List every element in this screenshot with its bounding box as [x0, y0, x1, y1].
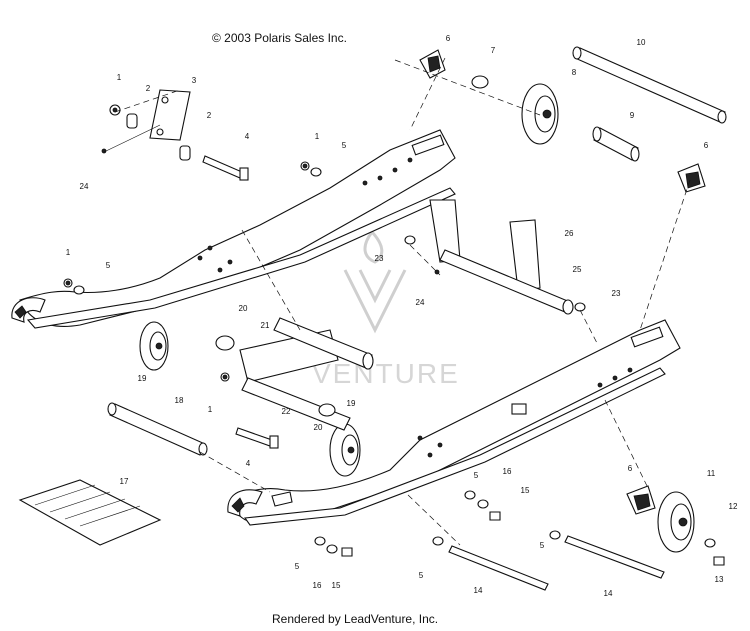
bolt-4-upper — [202, 155, 249, 181]
callout-21: 21 — [261, 321, 270, 330]
watermark-text: VENTURE — [312, 358, 460, 389]
callout-16: 16 — [313, 581, 322, 590]
callout-24: 24 — [416, 298, 425, 307]
wheel-19-upper — [139, 321, 169, 371]
callout-5: 5 — [474, 471, 479, 480]
idler-wheel-8 — [521, 83, 559, 145]
shaft-14-right — [564, 535, 665, 579]
hub-6-top — [419, 49, 446, 79]
callout-1: 1 — [66, 248, 71, 257]
callout-19: 19 — [138, 374, 147, 383]
hub-6-bottom — [626, 485, 656, 515]
track-clips-17 — [18, 479, 162, 546]
callout-15: 15 — [332, 581, 341, 590]
callout-8: 8 — [572, 68, 577, 77]
leadventure-watermark: VENTURE — [312, 229, 460, 389]
scissor-assembly-21 — [239, 317, 374, 431]
callout-6: 6 — [704, 141, 709, 150]
callout-14: 14 — [474, 586, 483, 595]
callout-5: 5 — [106, 261, 111, 270]
callout-26: 26 — [565, 229, 574, 238]
callout-5: 5 — [540, 541, 545, 550]
upper-rail — [19, 129, 456, 329]
callout-20: 20 — [239, 304, 248, 313]
callout-23: 23 — [612, 289, 621, 298]
shaft-18 — [107, 402, 208, 456]
wheel-11 — [657, 491, 695, 553]
shaft-14-left — [448, 545, 549, 591]
callout-14: 14 — [604, 589, 613, 598]
wheel-19-lower — [329, 423, 361, 477]
callout-4: 4 — [246, 459, 251, 468]
callout-3: 3 — [192, 76, 197, 85]
callout-23: 23 — [375, 254, 384, 263]
callout-13: 13 — [715, 575, 724, 584]
bolt-4-lower — [235, 427, 279, 449]
copyright-notice: © 2003 Polaris Sales Inc. — [212, 31, 347, 45]
leader-lines — [103, 57, 691, 546]
hardware-small-parts — [63, 75, 725, 566]
callout-1: 1 — [117, 73, 122, 82]
callout-6: 6 — [628, 464, 633, 473]
callout-6: 6 — [446, 34, 451, 43]
callout-18: 18 — [175, 396, 184, 405]
callout-1: 1 — [315, 132, 320, 141]
link-bracket-3 — [149, 89, 191, 141]
callout-19: 19 — [347, 399, 356, 408]
spacer-9 — [592, 126, 640, 162]
callout-25: 25 — [573, 265, 582, 274]
callout-2: 2 — [207, 111, 212, 120]
callout-4: 4 — [245, 132, 250, 141]
lower-rail-tip — [227, 489, 293, 517]
lower-rail — [231, 319, 681, 526]
upper-rail-tip — [11, 297, 46, 323]
rendered-by-footer: Rendered by LeadVenture, Inc. — [272, 612, 439, 626]
callout-11: 11 — [707, 469, 716, 478]
callout-24: 24 — [80, 182, 89, 191]
callout-10: 10 — [637, 38, 646, 47]
shaft-10 — [572, 46, 727, 124]
callout-5: 5 — [295, 562, 300, 571]
callout-labels: 1 2 3 2 4 1 5 24 1 5 6 7 8 10 9 6 23 26 … — [66, 34, 738, 598]
callout-20: 20 — [314, 423, 323, 432]
callout-15: 15 — [521, 486, 530, 495]
callout-7: 7 — [491, 46, 496, 55]
callout-12: 12 — [729, 502, 738, 511]
callout-2: 2 — [146, 84, 151, 93]
callout-9: 9 — [630, 111, 635, 120]
callout-5: 5 — [342, 141, 347, 150]
hub-6-right — [677, 163, 706, 193]
callout-22: 22 — [282, 407, 291, 416]
callout-5: 5 — [419, 571, 424, 580]
callout-17: 17 — [120, 477, 129, 486]
callout-1: 1 — [208, 405, 213, 414]
torque-arm-26 — [429, 199, 574, 315]
callout-16: 16 — [503, 467, 512, 476]
